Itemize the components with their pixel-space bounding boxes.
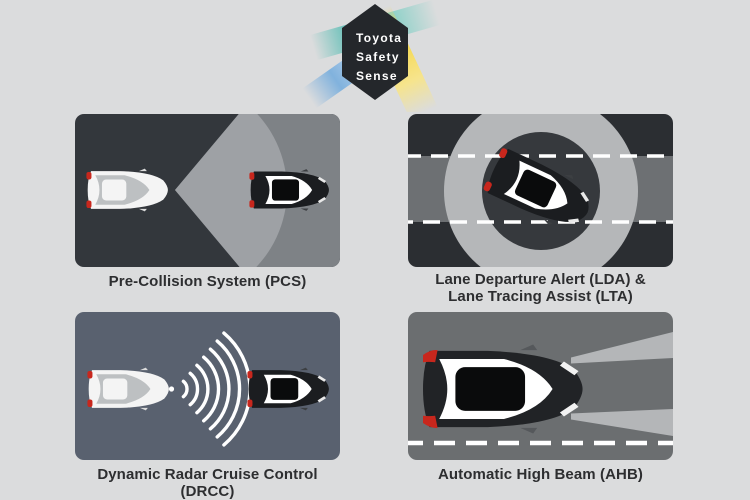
logo-word-sense: Sense <box>356 69 398 83</box>
lda-scene <box>408 114 673 267</box>
toyota-safety-sense-logo: Toyota Safety Sense <box>303 0 441 112</box>
lda-caption: Lane Departure Alert (LDA) & Lane Tracin… <box>408 271 673 305</box>
pcs-caption: Pre-Collision System (PCS) <box>108 273 307 290</box>
logo-word-toyota: Toyota <box>356 31 402 45</box>
drcc-caption: Dynamic Radar Cruise Control (DRCC) <box>97 466 318 500</box>
lda-lta-illustration <box>408 114 673 267</box>
pcs-scene <box>75 114 340 267</box>
lda-caption-line1: Lane Departure Alert (LDA) & <box>435 271 646 288</box>
sensor-cone-icon <box>175 114 287 267</box>
logo-hexagon <box>342 4 408 100</box>
ahb-caption: Automatic High Beam (AHB) <box>437 466 643 483</box>
pcs-illustration <box>75 114 340 267</box>
logo-word-safety: Safety <box>356 50 400 64</box>
ahb-scene <box>408 312 673 460</box>
radar-waves-icon <box>168 331 252 447</box>
lda-caption-line2: Lane Tracing Assist (LTA) <box>448 288 633 305</box>
high-beam-lower-icon <box>571 409 673 436</box>
drcc-illustration <box>75 312 340 460</box>
high-beam-upper-icon <box>571 332 673 364</box>
ahb-illustration <box>408 312 673 460</box>
drcc-scene <box>75 312 340 460</box>
